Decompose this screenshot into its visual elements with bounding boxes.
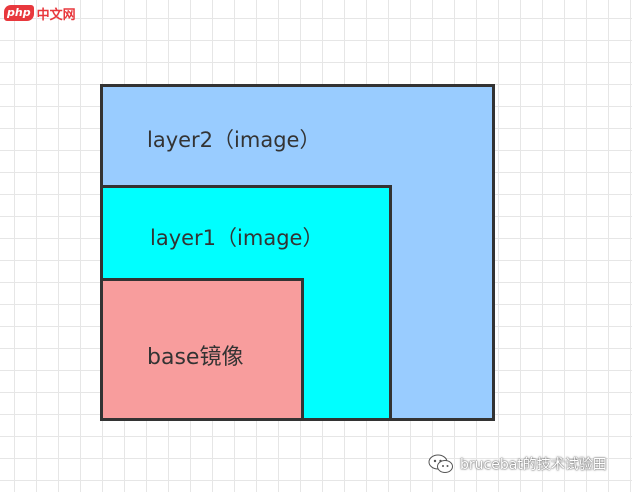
layer2-label: layer2（image）: [147, 128, 321, 152]
wechat-icon: [428, 454, 453, 473]
logo-badge: php: [4, 5, 34, 21]
watermark: brucebat的技术试验田: [428, 454, 607, 474]
layer1-label: layer1（image）: [150, 226, 324, 250]
watermark-text: brucebat的技术试验田: [460, 457, 607, 473]
site-logo: php 中文网: [4, 4, 76, 23]
base-image-label: base镜像: [147, 345, 244, 370]
base-image-box: [100, 278, 304, 421]
logo-text: 中文网: [36, 7, 76, 23]
